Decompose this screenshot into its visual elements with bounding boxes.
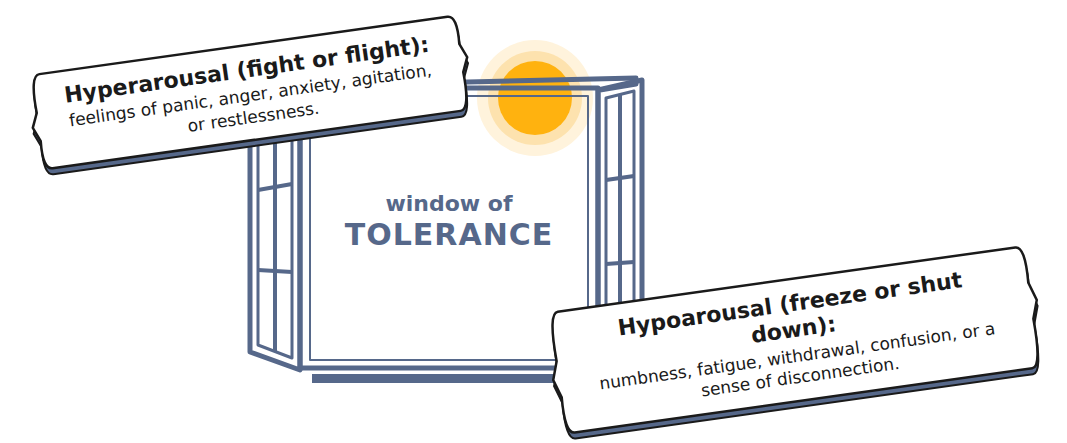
body-text: TOLERANCE	[333, 217, 565, 253]
sun	[477, 40, 593, 156]
hyperarousal-banner: Hyperarousal (fight or flight):feelings …	[26, 14, 475, 169]
heading-text: window of	[333, 191, 565, 217]
window-label: window ofTOLERANCE	[329, 187, 569, 258]
